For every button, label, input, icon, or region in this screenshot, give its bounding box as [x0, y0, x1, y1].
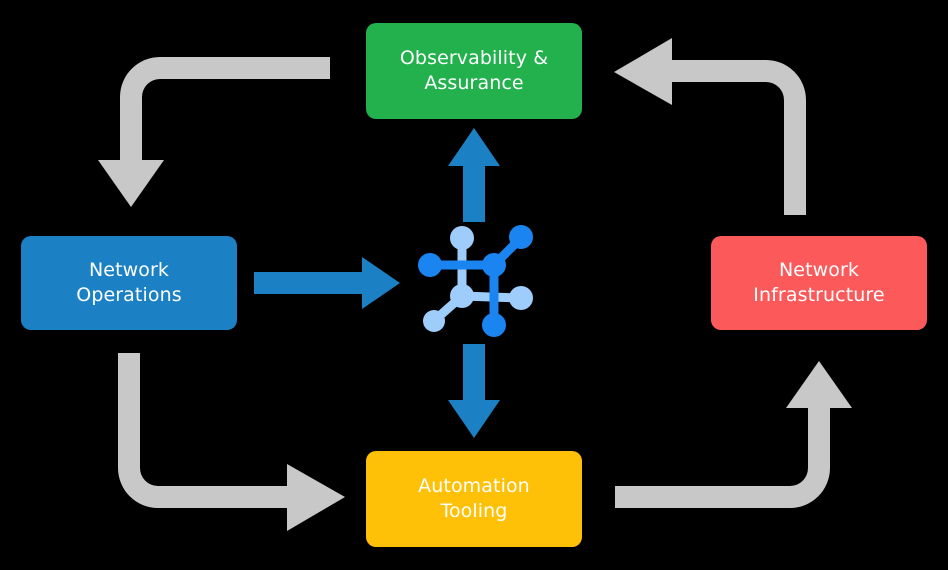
node-right-light: [509, 286, 533, 310]
arrow-operations-to-center: [254, 257, 400, 309]
arrow-operations-to-automation: [118, 353, 345, 531]
arrow-observability-to-operations: [98, 57, 330, 207]
arrow-automation-to-infrastructure: [615, 361, 852, 508]
node-label-network-operations: Network Operations: [76, 258, 182, 306]
node-top-right-dark: [509, 225, 533, 249]
arrow-infrastructure-to-observability: [614, 38, 806, 215]
node-box-network-operations[interactable]: Network Operations: [21, 236, 237, 330]
node-box-observability[interactable]: Observability & Assurance: [366, 23, 582, 119]
arrow-center-to-automation: [448, 344, 500, 438]
network-icon-nodes-dark: [418, 225, 533, 337]
network-icon-nodes-light: [423, 226, 533, 332]
node-label-observability: Observability & Assurance: [399, 46, 549, 94]
node-left-dark: [418, 253, 442, 277]
node-label-network-infrastructure: Network Infrastructure: [753, 258, 885, 306]
node-label-automation-tooling: Automation Tooling: [418, 474, 530, 522]
node-box-automation-tooling[interactable]: Automation Tooling: [366, 451, 582, 547]
node-bottom-left-light: [423, 310, 445, 332]
node-bottom-dark: [482, 313, 506, 337]
node-box-network-infrastructure[interactable]: Network Infrastructure: [711, 236, 927, 330]
node-top-light: [450, 226, 474, 250]
arrow-center-to-observability: [448, 128, 500, 222]
node-hub-dark: [482, 253, 506, 277]
node-mid-left-light: [450, 284, 474, 308]
